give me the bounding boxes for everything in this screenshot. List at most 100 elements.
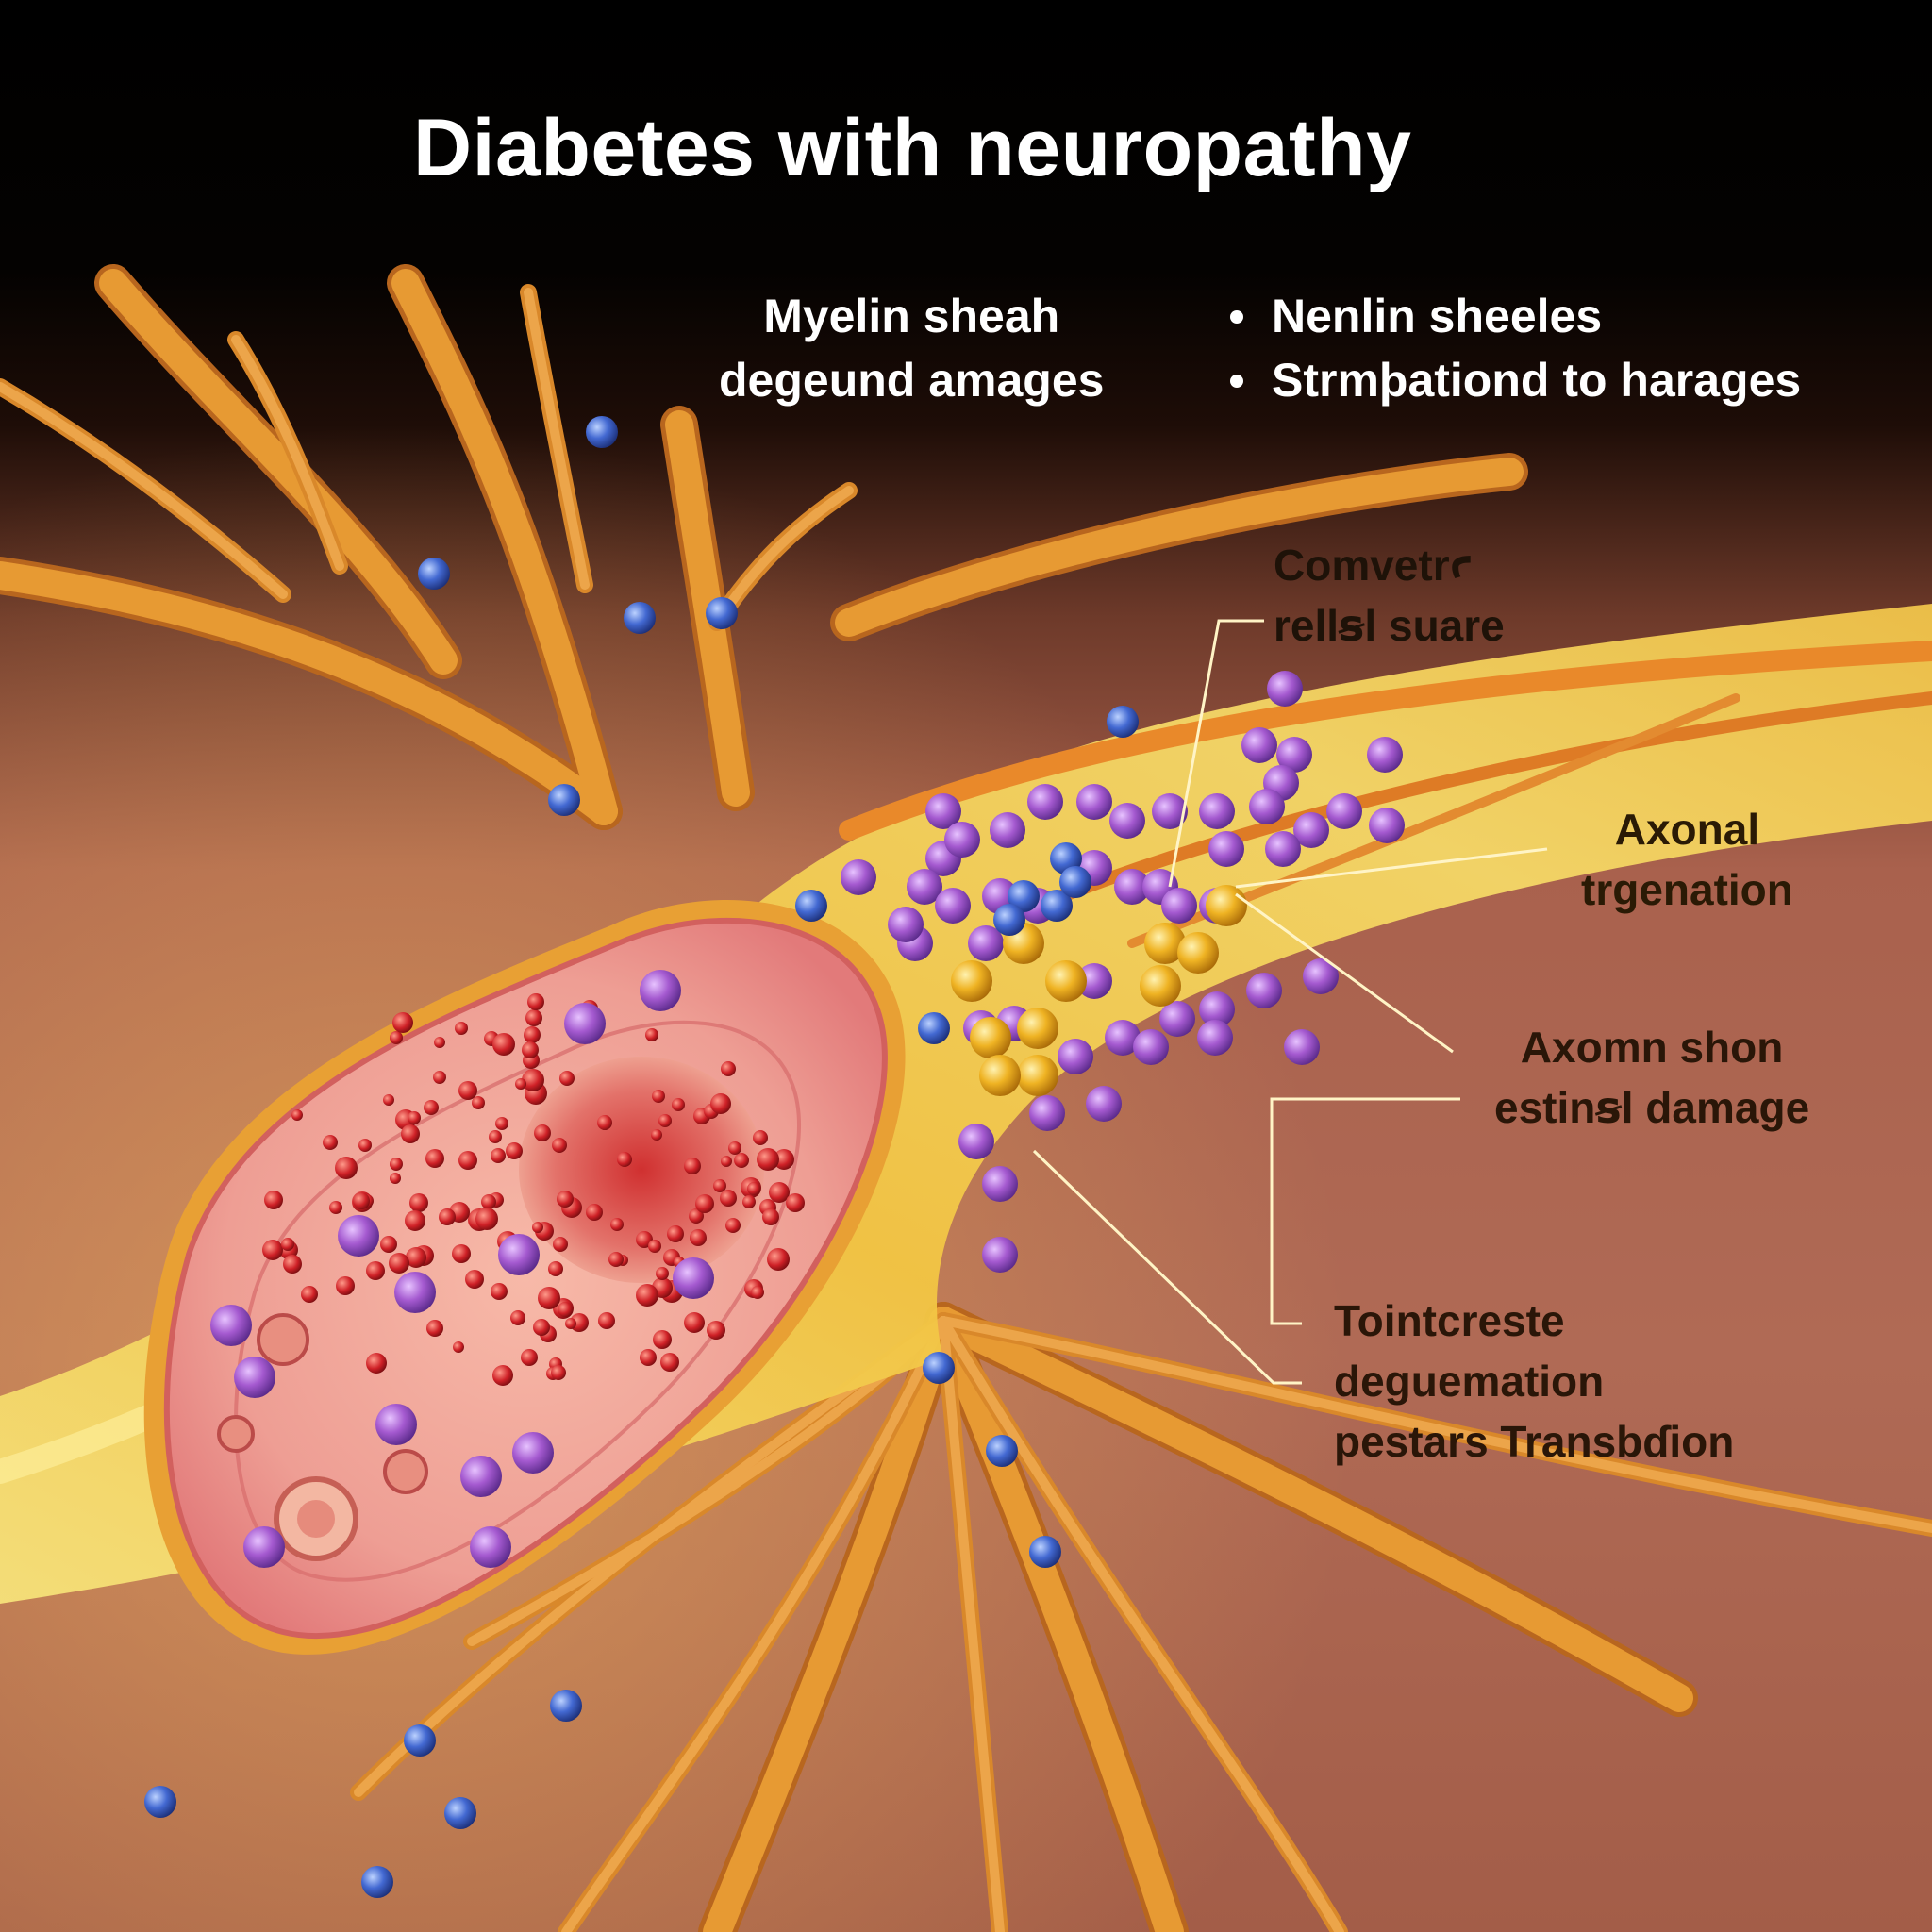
purple-vesicle <box>958 1124 994 1159</box>
purple-vesicle <box>1326 793 1362 829</box>
red-granule <box>353 1192 370 1209</box>
purple-vesicle <box>1197 1020 1233 1056</box>
cell-vesicle <box>375 1404 417 1445</box>
red-granule <box>538 1287 560 1309</box>
purple-vesicle <box>935 888 971 924</box>
red-granule <box>390 1173 401 1184</box>
gold-vesicle <box>951 960 992 1002</box>
cell-vesicle <box>564 1003 606 1044</box>
leader-line-axonal <box>1235 847 1548 889</box>
label-line: Axonal <box>1614 805 1760 854</box>
gold-vesicle <box>1140 965 1181 1007</box>
red-granule <box>323 1135 338 1150</box>
purple-vesicle <box>1208 831 1244 867</box>
red-granule <box>586 1204 603 1221</box>
red-granule <box>358 1139 372 1152</box>
red-granule <box>492 1365 513 1386</box>
red-granule <box>559 1071 575 1086</box>
label-line: estinꞩl damage <box>1494 1083 1810 1132</box>
cell-vesicle <box>673 1257 714 1299</box>
purple-vesicle <box>1246 973 1282 1008</box>
red-granule <box>527 993 544 1010</box>
red-granule <box>401 1124 420 1143</box>
red-granule <box>751 1286 764 1299</box>
purple-vesicle <box>1369 808 1405 843</box>
blue-vesicle <box>795 890 827 922</box>
red-granule <box>658 1114 672 1127</box>
red-granule <box>721 1156 732 1167</box>
blue-vesicle <box>1008 880 1040 912</box>
gold-vesicle <box>1045 960 1087 1002</box>
red-granule <box>510 1310 525 1325</box>
red-granule <box>565 1318 576 1329</box>
cell-vesicle <box>640 970 681 1011</box>
red-granule <box>551 1365 566 1380</box>
cell-vesicle <box>470 1526 511 1568</box>
red-granule <box>767 1248 790 1271</box>
red-granule <box>433 1071 446 1084</box>
red-granule <box>475 1208 498 1230</box>
blue-vesicle <box>918 1012 950 1044</box>
red-granule <box>534 1124 551 1141</box>
red-granule <box>424 1100 439 1115</box>
cell-vesicle <box>512 1432 554 1474</box>
purple-vesicle <box>1058 1039 1093 1074</box>
leader-line-axomn-bracket <box>1270 1097 1460 1325</box>
red-granule <box>329 1201 342 1214</box>
gold-vesicle <box>1017 1008 1058 1049</box>
blue-vesicle <box>1041 890 1073 922</box>
red-granule <box>489 1130 502 1143</box>
blue-vesicle <box>548 784 580 816</box>
blue-vesicle <box>550 1690 582 1722</box>
label-myelin-sheath: Myelin sheah degeund amages <box>719 284 1104 412</box>
label-line: rellꞩl suare <box>1274 601 1505 650</box>
purple-vesicle <box>1199 991 1235 1027</box>
red-granule <box>651 1129 662 1141</box>
blue-vesicle <box>144 1786 176 1818</box>
bullet-item: Nenlin sheeles <box>1223 284 1801 348</box>
purple-vesicle <box>990 812 1025 848</box>
red-granule <box>264 1191 283 1209</box>
red-granule <box>389 1253 409 1274</box>
cell-body <box>143 900 906 1655</box>
red-granule <box>390 1158 403 1171</box>
cell-purple-vesicles <box>210 970 714 1568</box>
purple-vesicle <box>1284 1029 1320 1065</box>
purple-vesicle <box>1249 789 1285 824</box>
red-granule <box>408 1111 421 1124</box>
label-line: degeund amages <box>719 354 1105 407</box>
red-granule <box>725 1218 741 1233</box>
diagram-title: Diabetes with neuropathy <box>413 103 1412 193</box>
blue-vesicle <box>1059 866 1091 898</box>
red-granule <box>786 1193 805 1212</box>
gold-vesicle <box>1144 923 1186 964</box>
red-granule <box>769 1182 790 1203</box>
purple-vesicle <box>1241 727 1277 763</box>
red-granule <box>553 1237 568 1252</box>
gold-vesicle <box>1206 885 1247 926</box>
red-granule <box>720 1190 737 1207</box>
red-granule <box>684 1312 705 1333</box>
purple-vesicle <box>925 793 961 829</box>
red-granule <box>648 1240 661 1253</box>
red-granule <box>291 1109 303 1121</box>
red-granule <box>728 1141 741 1155</box>
red-granule <box>281 1238 294 1251</box>
label-tointcreste: Tointcreste deguemation pestars Transbɗi… <box>1334 1291 1734 1472</box>
purple-vesicle <box>907 869 942 905</box>
red-granule <box>695 1194 714 1213</box>
purple-vesicle <box>1161 888 1197 924</box>
red-granule <box>336 1276 355 1295</box>
purple-vesicle <box>1265 831 1301 867</box>
red-granule <box>406 1247 426 1268</box>
red-granule <box>548 1261 563 1276</box>
purple-vesicle <box>1114 869 1150 905</box>
red-granule <box>645 1028 658 1041</box>
red-granule <box>598 1312 615 1329</box>
purple-vesicle <box>1152 793 1188 829</box>
purple-vesicle <box>1109 803 1145 839</box>
leader-line-toint <box>1032 1149 1302 1385</box>
label-line: trgenation <box>1581 865 1793 914</box>
